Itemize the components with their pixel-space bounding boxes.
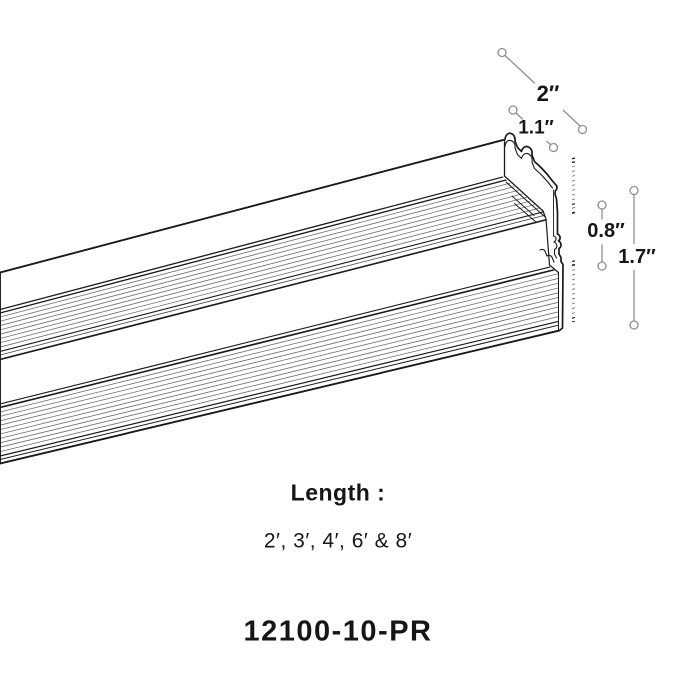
dimension-lip-width (508, 105, 559, 153)
dimension-top-width (497, 47, 588, 135)
extrusion-lines (0, 157, 576, 460)
length-heading: Length : (290, 479, 386, 506)
dim-label-inner-height: 0.8″ (587, 220, 625, 242)
dim-label-top-width: 2″ (536, 81, 560, 106)
dimension-lines (497, 47, 639, 330)
length-options: 2′, 3′, 4′, 6′ & 8′ (263, 529, 413, 553)
part-number: 12100-10-PR (243, 615, 433, 648)
end-face-cover (502, 130, 572, 334)
dimension-inner-height (597, 200, 607, 271)
profile-outline-top (0, 132, 564, 465)
cross-section-details (503, 139, 560, 331)
dimension-overall-height (629, 185, 639, 330)
dim-label-lip-width: 1.1″ (518, 117, 554, 139)
dim-label-overall-height: 1.7″ (618, 246, 656, 268)
